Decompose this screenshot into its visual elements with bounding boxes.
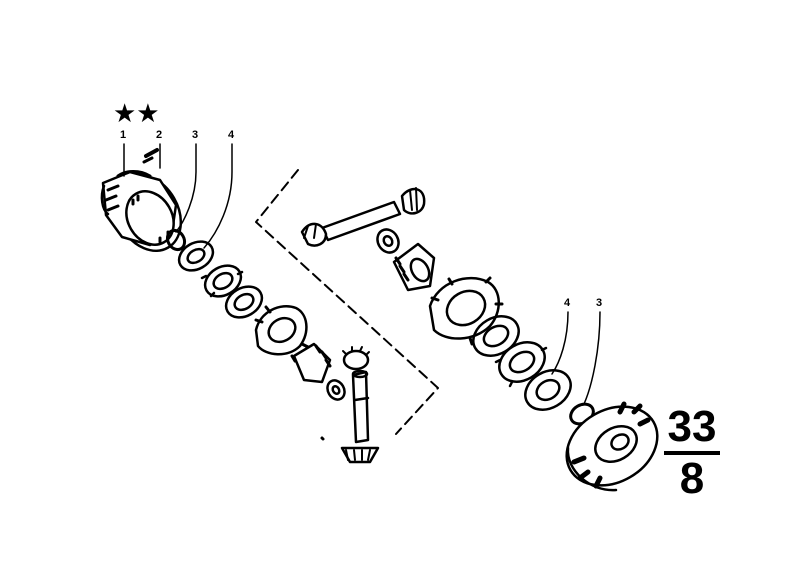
- callout-2: 2: [156, 129, 163, 141]
- diff-cage-left: [254, 305, 310, 363]
- group-code: 33 8: [660, 405, 724, 501]
- callout-3-left: 3: [192, 129, 199, 141]
- leader-3b: [583, 311, 601, 405]
- clutch-disc-left-1: [200, 264, 244, 298]
- clutch-disc-left-2: [224, 285, 264, 319]
- pinion-shaft: [320, 200, 402, 242]
- callout-4-left: 4: [228, 129, 235, 141]
- output-flange: [565, 401, 659, 492]
- clutch-disc-right-2: [494, 341, 548, 388]
- leader-3a: [175, 143, 197, 233]
- washer-right: [524, 369, 572, 411]
- group-code-divider: [664, 451, 720, 455]
- leader-4a: [203, 143, 233, 249]
- spider-gear-left-of-shaft: [300, 222, 328, 247]
- spider-gear-top-left: [342, 346, 370, 371]
- washer-left: [177, 240, 215, 272]
- cross-shaft: [351, 369, 370, 444]
- kit-bracket: [255, 169, 439, 435]
- group-code-bottom: 8: [679, 454, 705, 503]
- spider-gear-upper-right: [400, 187, 426, 215]
- leader-4b: [551, 311, 569, 375]
- dot: [320, 436, 325, 441]
- pin: [142, 148, 159, 164]
- spider-gear-bottom-left: [340, 446, 380, 464]
- bevel-gear-right: [392, 242, 436, 292]
- group-code-top: 33: [667, 402, 717, 451]
- callout-4-right: 4: [564, 297, 571, 309]
- ring-left: [165, 228, 187, 252]
- thrust-washer-right-small: [376, 228, 400, 254]
- callout-3-right: 3: [596, 297, 603, 309]
- thrust-washer-small: [326, 379, 346, 401]
- kit-marker: ★★: [113, 98, 160, 128]
- diff-cage-right: [428, 276, 504, 346]
- callout-1: 1: [120, 129, 127, 141]
- bevel-gear-left: [292, 342, 332, 384]
